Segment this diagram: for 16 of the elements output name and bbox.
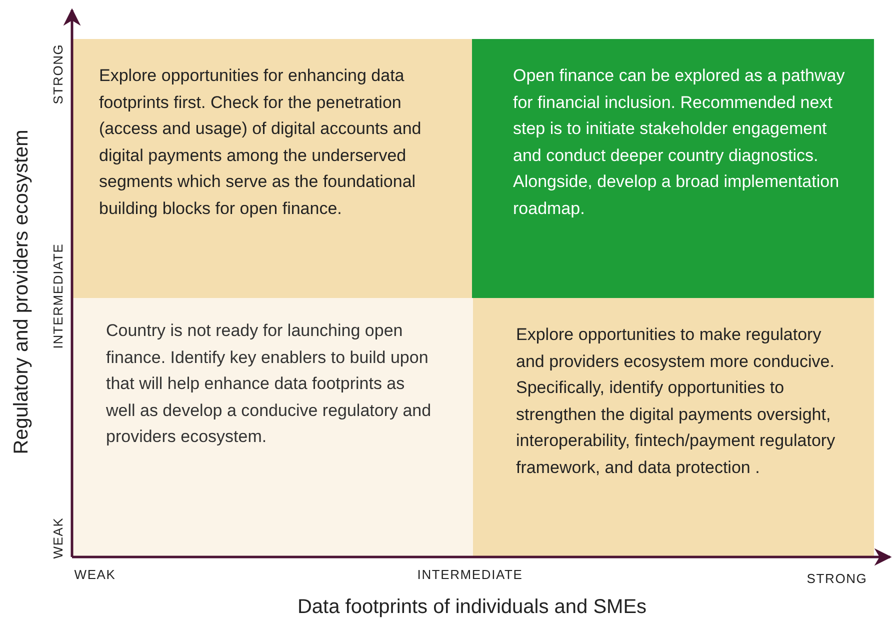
- quadrant-text: Country is not ready for launching open finance. Identify key enablers to build upon that will help enhance data footprints as well as develop a conducive regulatory and providers ecosystem.: [106, 320, 432, 448]
- quadrant-box: [73, 298, 473, 557]
- quadrant-text: Open finance can be explored as a pathway for financial inclusion. Recommended next step is to initiate stakeholder engagement and conduct deeper country diagnostics. Alongside, develop a broad implementation roadmap.: [513, 65, 846, 220]
- quadrant-box: [472, 39, 874, 298]
- axis-title: Regulatory and providers ecosystem: [10, 130, 34, 454]
- axis-tick-label: STRONG: [50, 44, 66, 104]
- axis-title: Data footprints of individuals and SMEs: [297, 596, 647, 619]
- axis-tick-label: INTERMEDIATE: [50, 243, 66, 349]
- quadrant-text: Explore opportunities to make regulatory and providers ecosystem more conducive. Specifically, identify opportunities to strengthen the digital payments oversight, interoperability, fintech/payment regulatory framework, and data protection .: [516, 324, 836, 479]
- axis-tick-label: STRONG: [806, 571, 868, 586]
- axis-tick-label: WEAK: [50, 517, 66, 559]
- quadrant-box: [73, 39, 472, 298]
- axis-tick-label: INTERMEDIATE: [417, 567, 523, 582]
- quadrant-text: Explore opportunities for enhancing data footprints first. Check for the penetration (access and usage) of digital accounts and digital payments among the underserved segments which serve as the foundational building blocks for open finance.: [99, 65, 422, 220]
- quadrant-box: [473, 298, 874, 557]
- axis-tick-label: WEAK: [74, 567, 116, 582]
